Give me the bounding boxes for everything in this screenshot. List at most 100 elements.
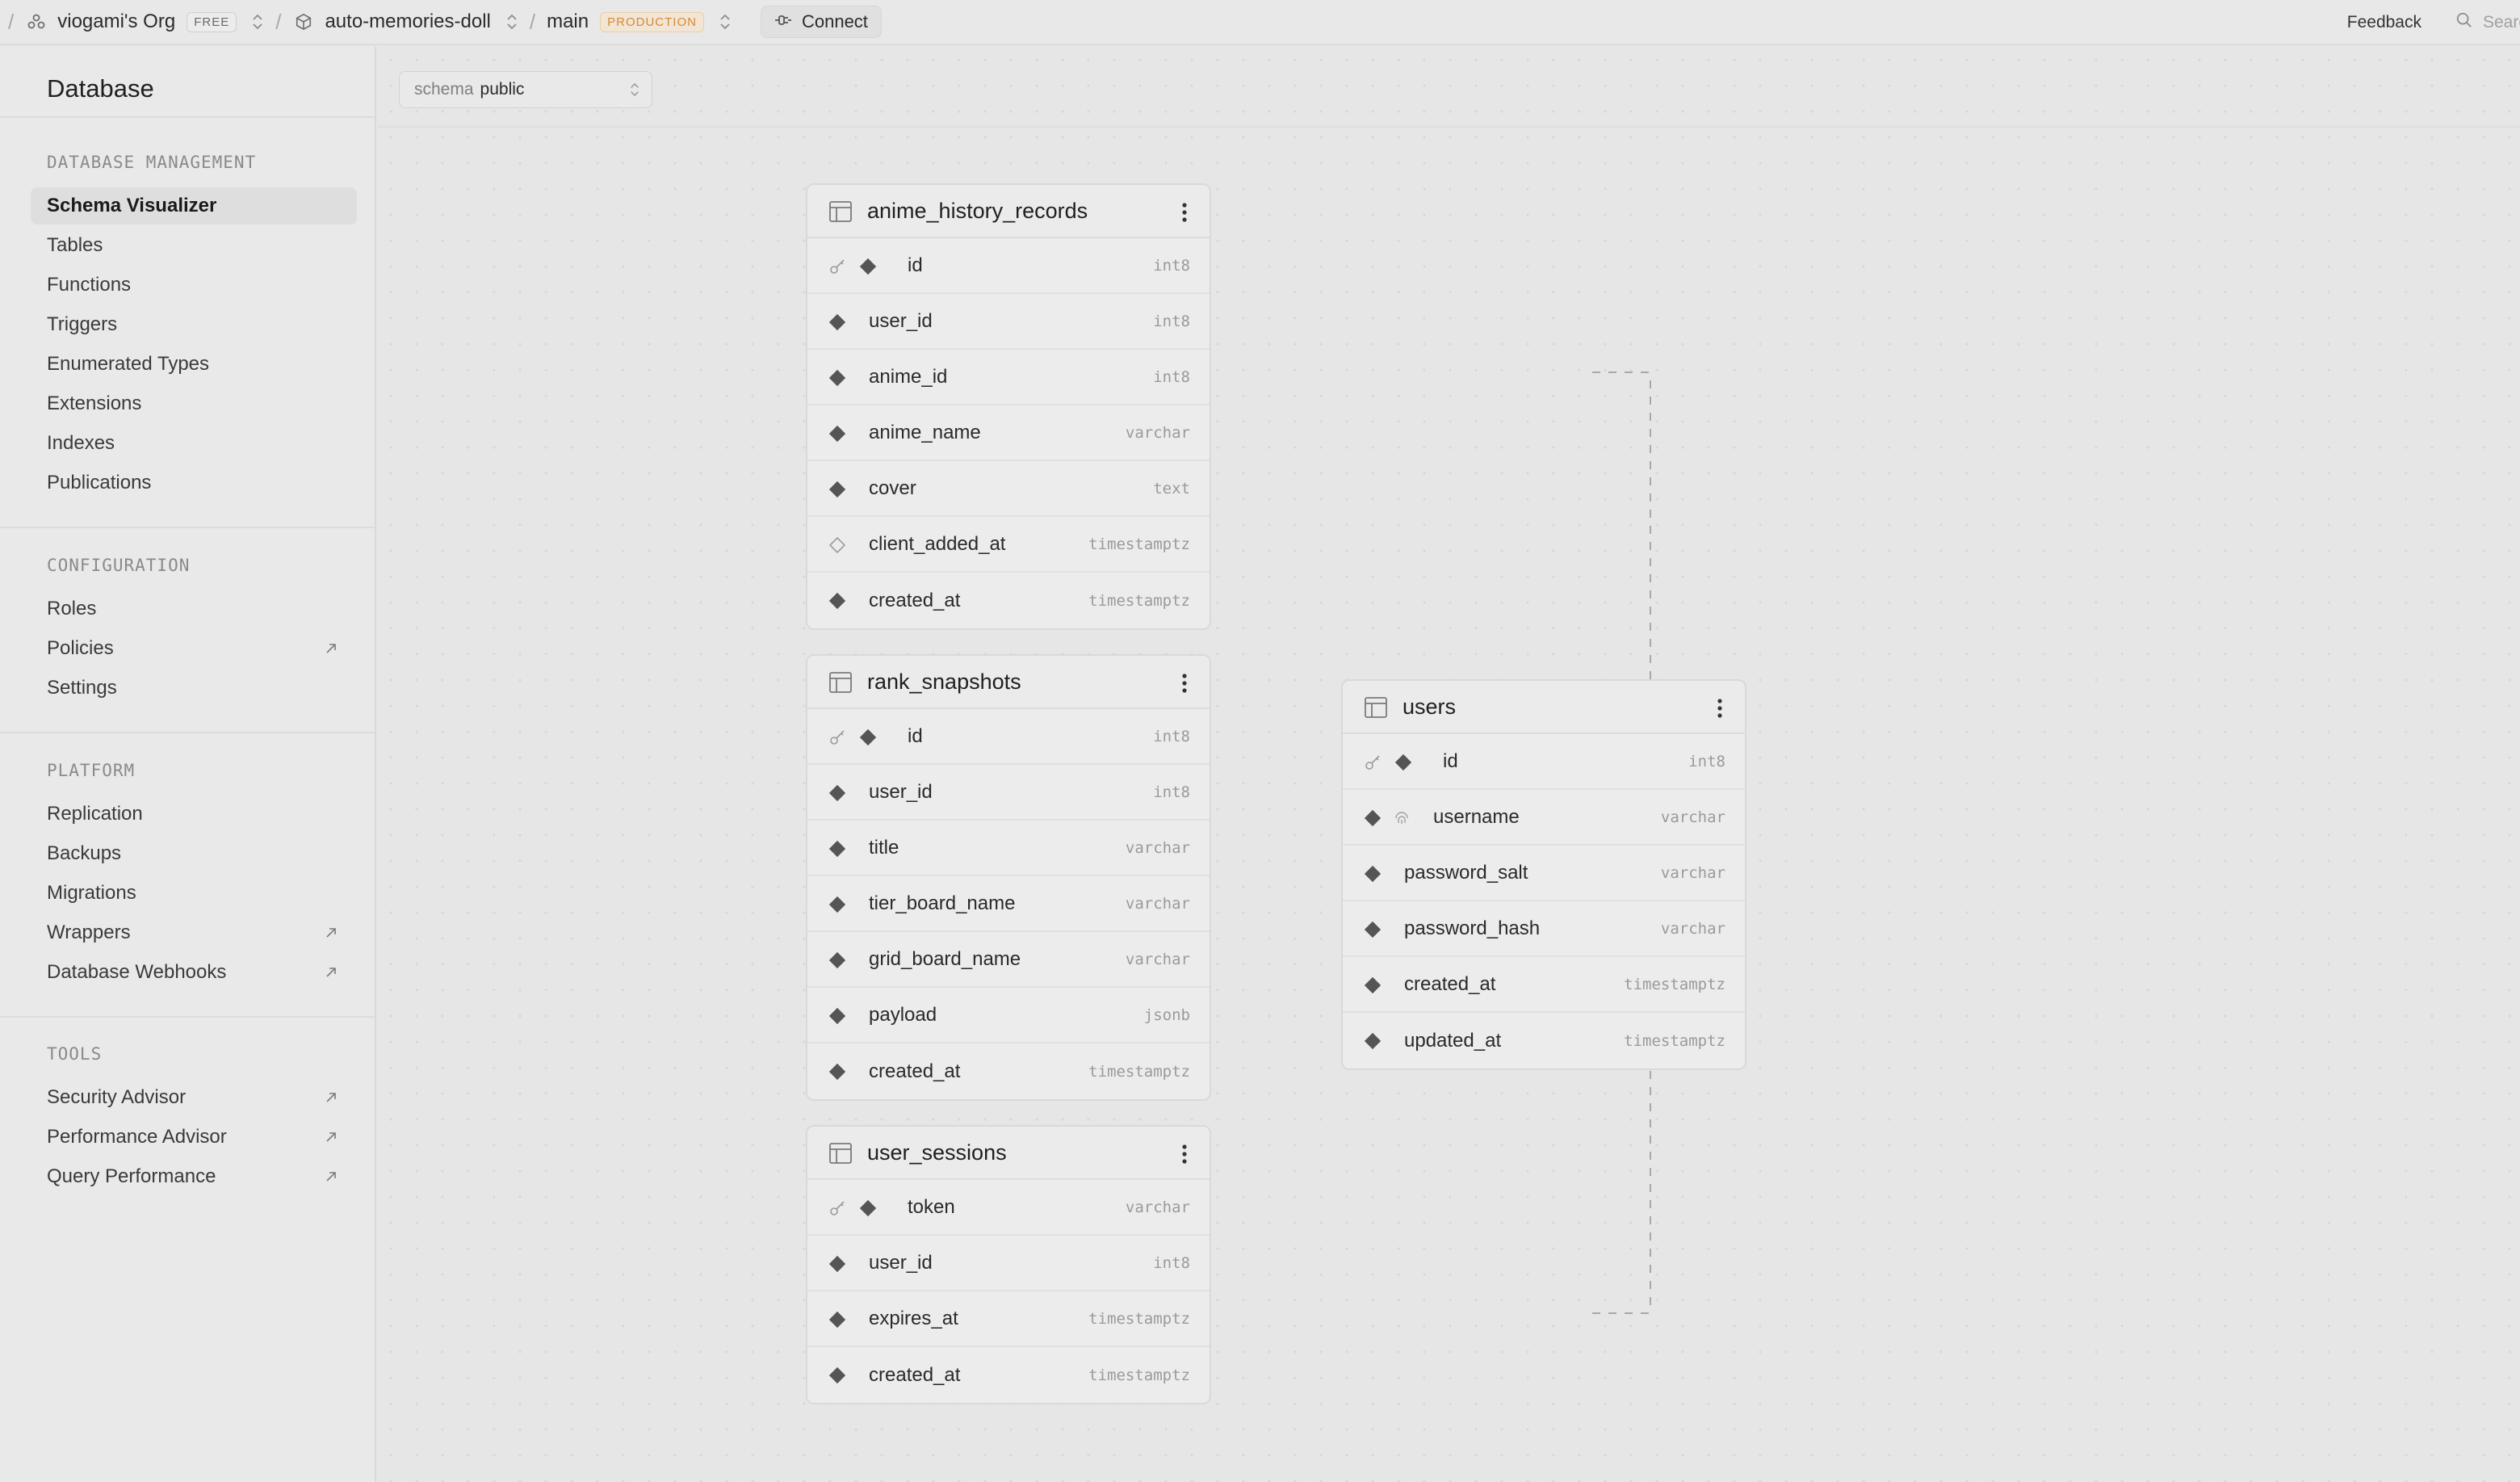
sidebar-item-label: Migrations [47,882,136,904]
table-icon [828,200,853,223]
section-heading-platform: PLATFORM [47,761,136,780]
column-name: created_at [869,589,961,611]
table-card-header[interactable]: users [1343,681,1745,734]
column-type: varchar [1125,950,1190,968]
top-bar: / viogami's Org FREE / auto-memories-dol… [0,0,2520,45]
sidebar-item-query-performance[interactable]: Query Performance [31,1158,357,1195]
more-options-icon[interactable] [1180,201,1189,224]
column-name: user_id [869,780,933,803]
column-row[interactable]: password_hash varchar [1343,901,1745,957]
sidebar-item-label: Triggers [47,313,118,335]
not-null-diamond-icon [828,592,846,610]
more-options-icon[interactable] [1180,1143,1189,1165]
sidebar-item-label: Database Webhooks [47,961,227,983]
connect-button[interactable]: Connect [760,6,882,38]
column-type: varchar [1125,894,1190,913]
sidebar-item-wrappers[interactable]: Wrappers [31,914,357,951]
feedback-button[interactable]: Feedback [2346,13,2421,31]
sidebar-item-label: Settings [47,677,117,699]
column-type: int8 [1153,367,1190,386]
table-card-header[interactable]: rank_snapshots [807,656,1210,709]
sidebar-item-replication[interactable]: Replication [31,796,357,833]
project-switcher-chevron-icon[interactable] [505,13,518,31]
branch-name[interactable]: main [547,10,589,32]
sidebar-item-label: Replication [47,803,143,825]
sidebar-item-security-advisor[interactable]: Security Advisor [31,1079,357,1116]
column-type: varchar [1125,1198,1190,1216]
column-name: anime_id [869,365,948,388]
sidebar-item-performance-advisor[interactable]: Performance Advisor [31,1119,357,1156]
column-name: updated_at [1404,1029,1502,1052]
sidebar-item-settings[interactable]: Settings [31,670,357,707]
search-box[interactable]: Search... [2455,11,2520,34]
sidebar-item-triggers[interactable]: Triggers [31,306,357,343]
sidebar-item-migrations[interactable]: Migrations [31,875,357,912]
column-type: varchar [1660,919,1725,938]
sidebar-item-roles[interactable]: Roles [31,590,357,628]
sidebar-item-indexes[interactable]: Indexes [31,425,357,462]
table-name: rank_snapshots [867,669,1021,694]
breadcrumb-separator: / [8,9,15,34]
sidebar-item-extensions[interactable]: Extensions [31,385,357,422]
org-name[interactable]: viogami's Org [57,10,176,32]
project-name[interactable]: auto-memories-doll [325,10,491,32]
table-card-header[interactable]: anime_history_records [807,185,1210,238]
schema-select[interactable]: schema public [399,71,652,108]
branch-switcher-chevron-icon[interactable] [719,13,732,31]
sidebar-item-backups[interactable]: Backups [31,835,357,872]
column-name: id [908,254,923,276]
sidebar-item-schema-visualizer[interactable]: Schema Visualizer [31,187,357,225]
not-null-diamond-icon [859,258,877,275]
column-row[interactable]: anime_id int8 [807,350,1210,405]
org-switcher-chevron-icon[interactable] [251,13,264,31]
sidebar-item-enumerated-types[interactable]: Enumerated Types [31,346,357,383]
section-heading-tools: TOOLS [47,1044,103,1064]
column-type: varchar [1125,423,1190,442]
sidebar-divider [0,116,375,118]
more-options-icon[interactable] [1716,697,1724,720]
breadcrumb-separator: / [275,9,282,34]
not-null-diamond-icon [1364,921,1382,938]
column-type: text [1153,479,1190,497]
sidebar-item-database-webhooks[interactable]: Database Webhooks [31,954,357,991]
not-null-diamond-icon [1364,809,1382,827]
column-name: password_hash [1404,917,1541,939]
sidebar-item-tables[interactable]: Tables [31,227,357,264]
sidebar-item-functions[interactable]: Functions [31,267,357,304]
not-null-diamond-icon [828,784,846,802]
more-options-icon[interactable] [1180,672,1189,695]
table-card-header[interactable]: user_sessions [807,1127,1210,1180]
sidebar-item-label: Query Performance [47,1165,216,1187]
sidebar-item-publications[interactable]: Publications [31,464,357,502]
sidebar-item-policies[interactable]: Policies [31,630,357,667]
not-null-diamond-icon [1364,976,1382,994]
plug-icon [774,11,792,32]
